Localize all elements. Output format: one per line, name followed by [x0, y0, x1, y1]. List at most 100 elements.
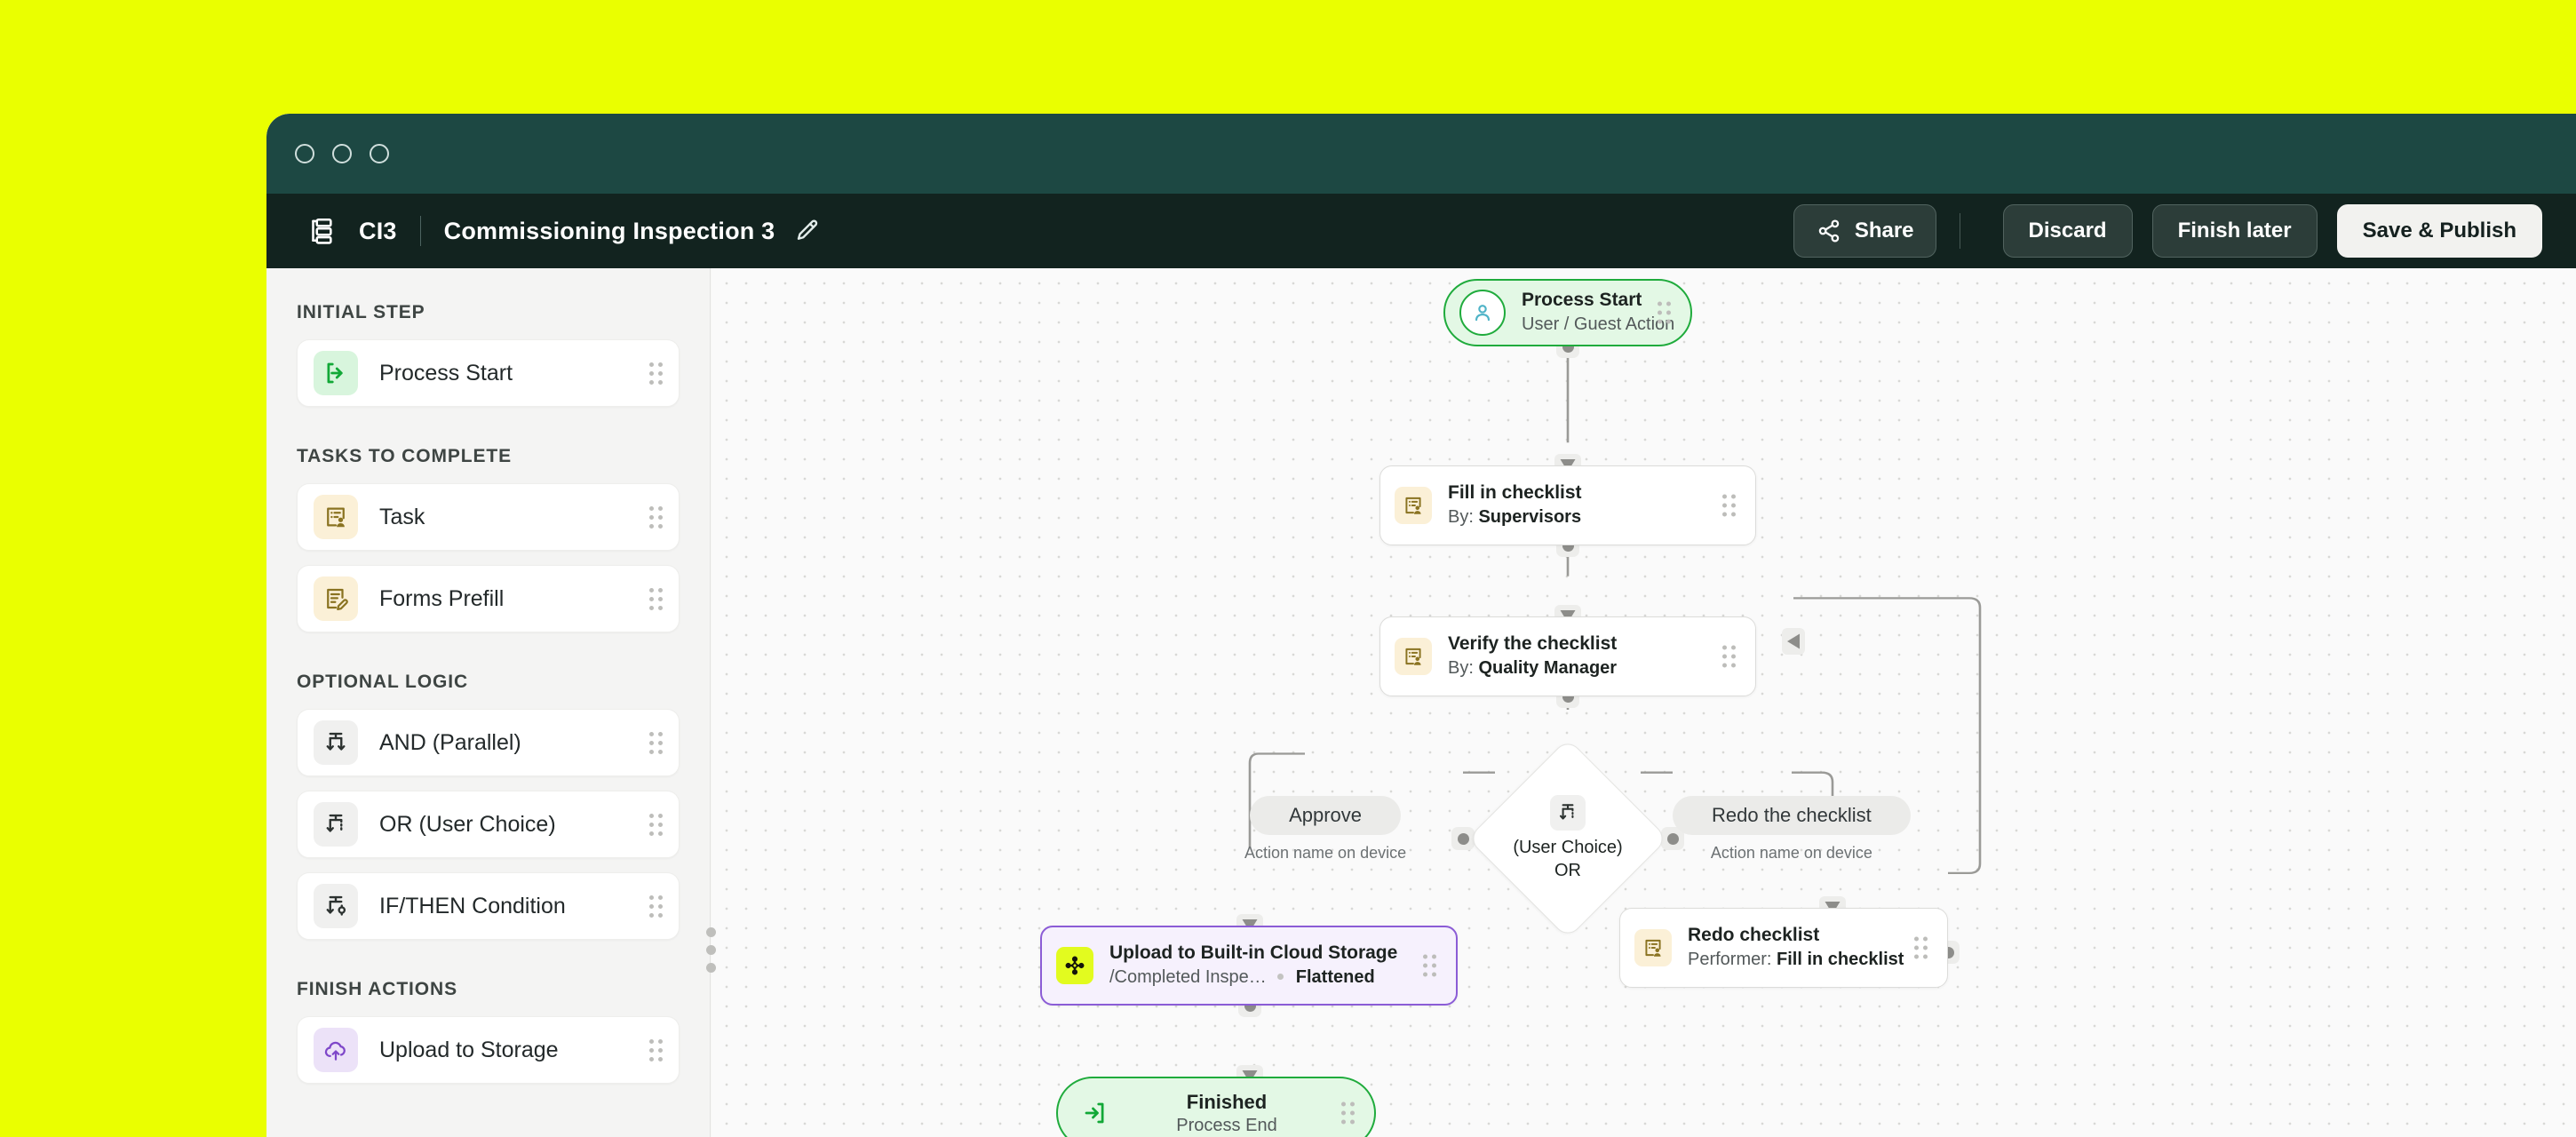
sidebar-item-upload-to-storage[interactable]: Upload to Storage — [297, 1016, 680, 1084]
node-redo-checklist[interactable]: Redo checklist Performer: Fill in checkl… — [1619, 908, 1948, 988]
node-subtitle-path: /Completed Inspe… — [1109, 967, 1267, 988]
process-end-icon — [1081, 1099, 1109, 1127]
node-subtitle-value: Supervisors — [1478, 507, 1582, 528]
drag-handle-icon[interactable] — [1423, 954, 1436, 977]
node-process-start[interactable]: Process Start User / Guest Action — [1443, 279, 1692, 346]
node-subtitle-prefix: By: — [1448, 507, 1474, 528]
node-fill-in-checklist[interactable]: Fill in checklist By: Supervisors — [1379, 465, 1756, 545]
node-user-choice-gateway[interactable]: (User Choice) OR — [1467, 737, 1669, 940]
node-title: Verify the checklist — [1448, 632, 1618, 654]
drag-handle-icon[interactable] — [1658, 301, 1671, 324]
node-text: Redo checklist Performer: Fill in checkl… — [1688, 925, 1904, 972]
node-verify-the-checklist[interactable]: Verify the checklist By: Quality Manager — [1379, 616, 1756, 696]
node-subtitle: /Completed Inspe…Flattened — [1109, 966, 1397, 989]
gateway-content[interactable]: (User Choice) OR — [1497, 767, 1639, 910]
node-text: Finished Process End — [1109, 1091, 1344, 1136]
toolbar-actions: Share Discard Finish later Save & Publis… — [1793, 204, 2576, 258]
node-subtitle: User / Guest Action — [1522, 314, 1675, 335]
task-icon — [1395, 638, 1432, 675]
edge-source-handle[interactable] — [1451, 827, 1475, 850]
user-avatar-icon — [1459, 290, 1506, 336]
sidebar-item-if-then-condition[interactable]: IF/THEN Condition — [297, 872, 680, 940]
process-start-icon — [314, 351, 358, 395]
close-icon[interactable] — [295, 144, 314, 163]
sidebar-item-label: IF/THEN Condition — [379, 893, 566, 918]
node-subtitle: By: Supervisors — [1448, 506, 1582, 529]
and-parallel-icon — [314, 720, 358, 765]
branch-redo-the-checklist: Redo the checklist Action name on device — [1673, 796, 1911, 863]
app-window: CI3 Commissioning Inspection 3 Share — [266, 114, 2576, 1137]
sidebar-item-and-parallel[interactable]: AND (Parallel) — [297, 709, 680, 776]
sidebar-item-label: OR (User Choice) — [379, 811, 556, 837]
sidebar-item-task[interactable]: Task — [297, 483, 680, 551]
node-title: Upload to Built-in Cloud Storage — [1109, 942, 1398, 963]
forms-prefill-icon — [314, 576, 358, 621]
save-publish-button[interactable]: Save & Publish — [2336, 204, 2542, 258]
maximize-icon[interactable] — [370, 144, 389, 163]
drag-handle-icon[interactable] — [1722, 494, 1736, 517]
drag-handle-icon[interactable] — [649, 813, 663, 836]
node-title: Finished — [1186, 1090, 1268, 1113]
drag-handle-icon[interactable] — [649, 894, 663, 918]
minimize-icon[interactable] — [332, 144, 352, 163]
node-subtitle-prefix: By: — [1448, 658, 1474, 679]
drag-handle-icon[interactable] — [1914, 936, 1928, 959]
sidebar-item-or-user-choice[interactable]: OR (User Choice) — [297, 791, 680, 858]
page-title: Commissioning Inspection 3 — [443, 217, 775, 244]
process-code: CI3 — [359, 217, 397, 244]
drag-handle-icon[interactable] — [1341, 1101, 1355, 1125]
node-text: Process Start User / Guest Action — [1522, 290, 1674, 337]
node-subtitle: Performer: Fill in checklist — [1688, 949, 1904, 971]
drag-handle-icon[interactable] — [649, 587, 663, 610]
sidebar-item-label: Upload to Storage — [379, 1037, 559, 1062]
toolbar-left-group: CI3 Commissioning Inspection 3 — [266, 216, 821, 246]
node-text: Upload to Built-in Cloud Storage /Comple… — [1109, 942, 1397, 990]
flow-edges — [1248, 337, 1982, 982]
node-finished[interactable]: Finished Process End — [1056, 1077, 1376, 1137]
gateway-line-1: (User Choice) — [1513, 838, 1623, 857]
discard-button[interactable]: Discard — [2002, 204, 2133, 258]
branch-caption: Action name on device — [1710, 844, 1872, 862]
node-title: Process Start — [1522, 289, 1642, 310]
sidebar-heading-finish-actions: FINISH ACTIONS — [297, 979, 457, 999]
drag-handle-icon[interactable] — [649, 731, 663, 754]
node-subtitle: By: Quality Manager — [1448, 657, 1617, 680]
sidebar-item-process-start[interactable]: Process Start — [297, 339, 680, 407]
finish-later-button[interactable]: Finish later — [2151, 204, 2318, 258]
branch-caption: Action name on device — [1244, 844, 1407, 862]
pencil-icon[interactable] — [775, 218, 821, 244]
branch-label[interactable]: Redo the checklist — [1673, 796, 1911, 835]
drag-handle-icon[interactable] — [649, 1038, 663, 1061]
share-button[interactable]: Share — [1793, 204, 1936, 258]
sidebar-item-label: Process Start — [379, 360, 513, 386]
drag-handle-icon[interactable] — [649, 505, 663, 529]
branch-label[interactable]: Approve — [1250, 796, 1402, 835]
task-icon — [1634, 929, 1672, 966]
sidebar-item-forms-prefill[interactable]: Forms Prefill — [297, 565, 680, 632]
window-controls — [295, 144, 389, 163]
node-subtitle-value: Quality Manager — [1478, 658, 1618, 679]
flow-canvas[interactable]: Process Start User / Guest Action Fill i… — [712, 268, 2576, 1137]
sidebar-heading-tasks: TASKS TO COMPLETE — [297, 446, 513, 466]
node-text: Fill in checklist By: Supervisors — [1448, 482, 1582, 529]
node-title: Redo checklist — [1688, 924, 1820, 945]
node-upload-to-built-in-cloud-storage[interactable]: Upload to Built-in Cloud Storage /Comple… — [1040, 926, 1458, 1006]
sidebar-heading-optional-logic: OPTIONAL LOGIC — [297, 672, 469, 692]
share-icon — [1816, 218, 1842, 244]
share-label: Share — [1854, 219, 1914, 243]
drag-handle-icon[interactable] — [649, 362, 663, 385]
node-subtitle: Process End — [1176, 1115, 1277, 1135]
window-chrome-bar — [266, 114, 2576, 194]
node-subtitle-prefix: Performer: — [1688, 950, 1772, 970]
cloud-upload-icon — [314, 1028, 358, 1072]
sidebar-resize-handle[interactable] — [704, 924, 718, 975]
sidebar-heading-initial-step: INITIAL STEP — [297, 302, 425, 322]
sidebar-item-label: Forms Prefill — [379, 585, 505, 611]
node-title: Fill in checklist — [1448, 481, 1582, 503]
drag-handle-icon[interactable] — [1722, 645, 1736, 668]
or-user-choice-icon — [314, 802, 358, 847]
sidebar-item-label: Task — [379, 504, 425, 529]
node-text: Verify the checklist By: Quality Manager — [1448, 633, 1617, 680]
app-toolbar: CI3 Commissioning Inspection 3 Share — [266, 194, 2576, 268]
sidebar-item-label: AND (Parallel) — [379, 729, 521, 755]
